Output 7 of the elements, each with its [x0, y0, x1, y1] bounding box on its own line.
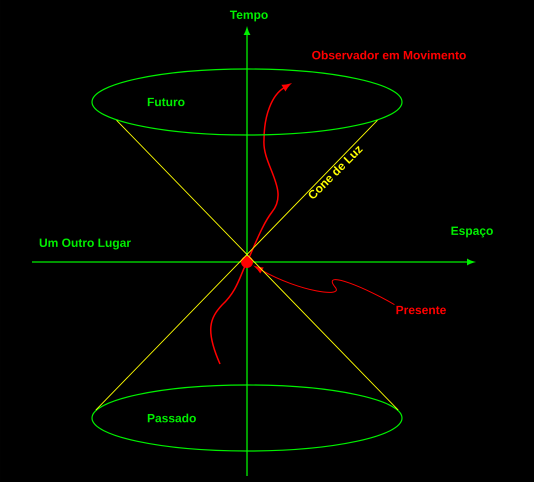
- axis-label: Um Outro Lugar: [40, 238, 131, 250]
- observer-label: Observador em Movimento: [312, 50, 466, 60]
- axis-label: Espaço: [451, 226, 493, 238]
- arrow: [254, 266, 395, 306]
- axis-label: Tempo: [230, 10, 268, 22]
- event-dot: [241, 256, 253, 268]
- node-label: Presente: [396, 306, 446, 314]
